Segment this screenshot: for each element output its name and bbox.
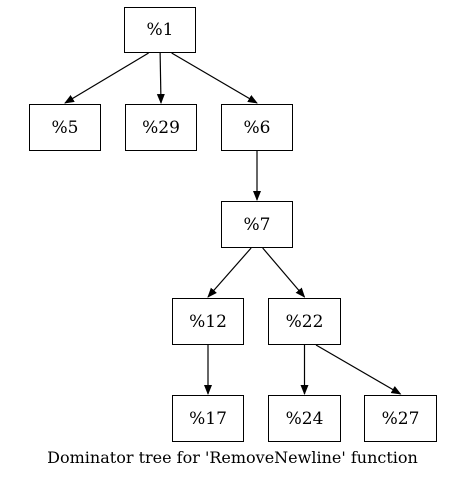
- edge-n1-to-n6: [171, 52, 258, 104]
- node-12: %12: [172, 298, 244, 345]
- diagram-caption: Dominator tree for 'RemoveNewline' funct…: [47, 448, 418, 467]
- edge-n7-to-n12: [207, 247, 252, 298]
- node-24: %24: [268, 395, 341, 442]
- edge-n22-to-n27: [315, 344, 402, 395]
- node-29: %29: [125, 104, 197, 151]
- node-7: %7: [221, 201, 293, 248]
- node-6: %6: [221, 104, 293, 151]
- node-27: %27: [364, 395, 437, 442]
- node-1: %1: [124, 7, 196, 53]
- node-5: %5: [29, 104, 101, 151]
- node-22: %22: [268, 298, 341, 345]
- edge-n1-to-n5: [64, 52, 149, 104]
- node-17: %17: [172, 395, 244, 442]
- edge-n7-to-n22: [262, 247, 306, 298]
- edge-n1-to-n29: [156, 52, 165, 104]
